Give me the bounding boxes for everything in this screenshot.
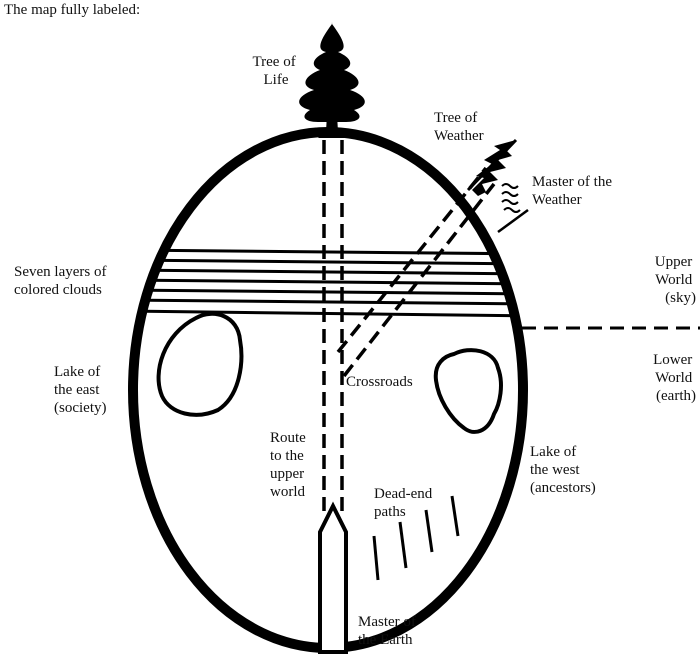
label-seven-layers: Seven layers of colored clouds [14, 264, 110, 298]
cloud-layer-1 [135, 248, 521, 256]
map-header: The map fully labeled: [4, 2, 140, 18]
cloud-layer-4 [135, 278, 521, 286]
label-dead-end: Dead-end paths [374, 486, 436, 520]
label-lake-west: Lake of the west (ancestors) [530, 444, 596, 496]
cloud-layer-7 [135, 309, 521, 318]
label-tree-of-weather: Tree of Weather [434, 110, 484, 144]
lake-of-east [156, 311, 244, 417]
tree-of-life-base [318, 131, 346, 138]
label-master-of-weather: Master of the Weather [532, 174, 616, 208]
cloud-layer-6 [135, 298, 521, 306]
cloud-layer-5 [135, 288, 521, 296]
tree-of-weather-icon [466, 138, 518, 196]
cloud-layer-3 [135, 268, 521, 276]
label-upper-world: Upper World (sky) [655, 254, 696, 306]
master-of-earth-post [318, 501, 348, 654]
dead-end-paths [372, 495, 460, 581]
tree-of-life-icon [299, 22, 365, 132]
label-tree-of-life: Tree of Life [253, 54, 300, 88]
label-route: Route to the upper world [270, 430, 310, 500]
cloud-layers [135, 248, 521, 318]
lake-of-west [433, 348, 503, 434]
cloud-layer-2 [135, 258, 521, 266]
label-master-of-earth: Master of the Earth [358, 614, 420, 648]
weather-path [336, 166, 496, 378]
master-of-weather-icon [497, 183, 529, 234]
label-crossroads: Crossroads [346, 374, 413, 390]
route-to-upper-world [322, 140, 344, 512]
label-lake-east: Lake of the east (society) [54, 364, 106, 416]
label-lower-world: Lower World (earth) [653, 352, 696, 404]
